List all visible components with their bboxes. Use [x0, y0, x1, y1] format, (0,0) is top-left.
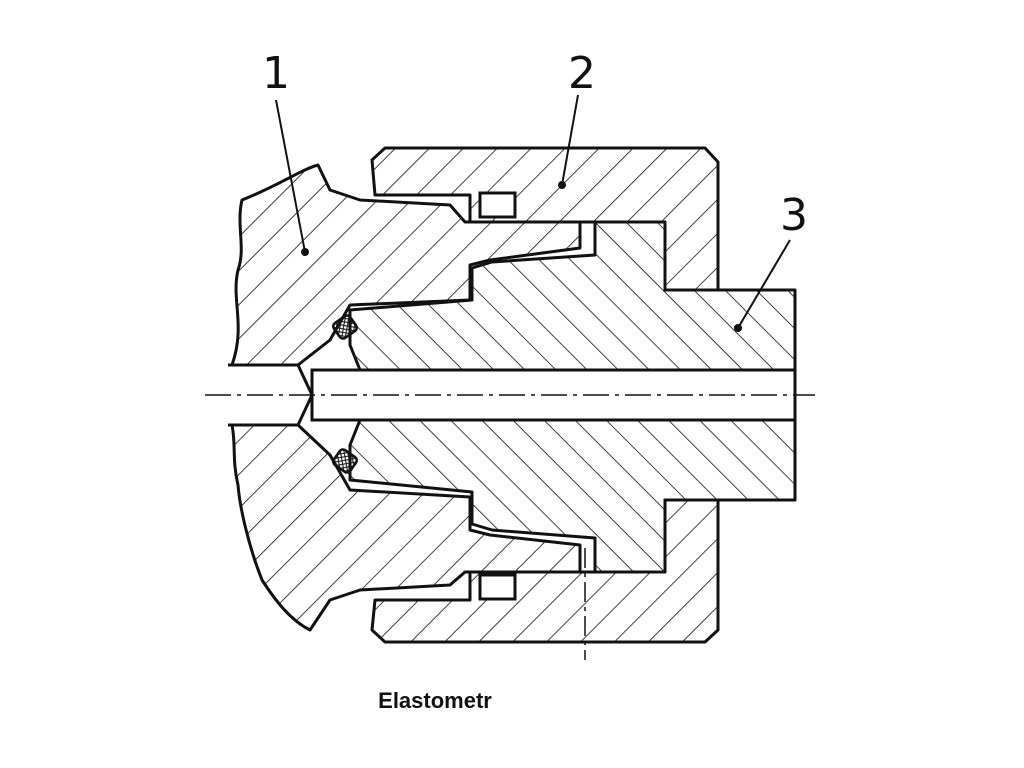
- part-1-body: [228, 163, 582, 632]
- leader-dot-3: [734, 324, 742, 332]
- part-label-3: 3: [780, 190, 808, 241]
- leader-line-3: [737, 239, 791, 329]
- nut-retaining-ring-lower: [478, 573, 517, 601]
- elastomer-seals: [331, 314, 359, 474]
- part-label-1: 1: [262, 48, 290, 99]
- leader-dot-1: [301, 248, 309, 256]
- elastomer-seal-upper: [331, 314, 359, 340]
- nut-retaining-ring-upper: [478, 191, 517, 219]
- elastomer-seal-lower: [331, 448, 359, 474]
- leader-lines: [275, 94, 791, 332]
- leader-line-2: [561, 94, 579, 186]
- part-2-union-nut: [370, 146, 720, 644]
- leader-line-1: [275, 99, 306, 253]
- leader-dot-2: [558, 181, 566, 189]
- figure-caption: Elastometr: [378, 688, 492, 713]
- body-lower-section: [230, 423, 582, 632]
- part-label-2: 2: [568, 48, 596, 99]
